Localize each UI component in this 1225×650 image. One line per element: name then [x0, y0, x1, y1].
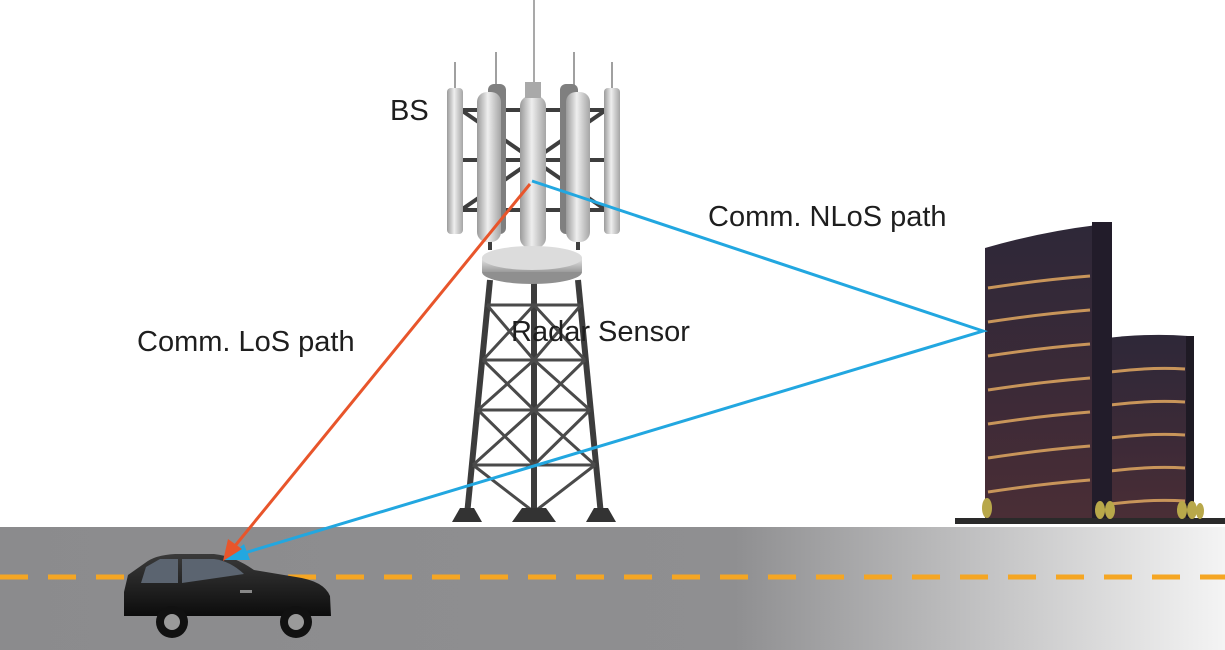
- car-icon: [124, 554, 331, 638]
- building-icon: [955, 222, 1225, 524]
- radar-dish-icon: [482, 246, 582, 284]
- comm-los-path-label: Comm. LoS path: [137, 326, 355, 358]
- comm-nlos-path: [224, 179, 988, 560]
- comm-nlos-path-label: Comm. NLoS path: [708, 201, 947, 233]
- radar-sensor-label: Radar Sensor: [511, 316, 690, 348]
- comm-los-path: [223, 183, 532, 561]
- bs-label: BS: [390, 95, 429, 127]
